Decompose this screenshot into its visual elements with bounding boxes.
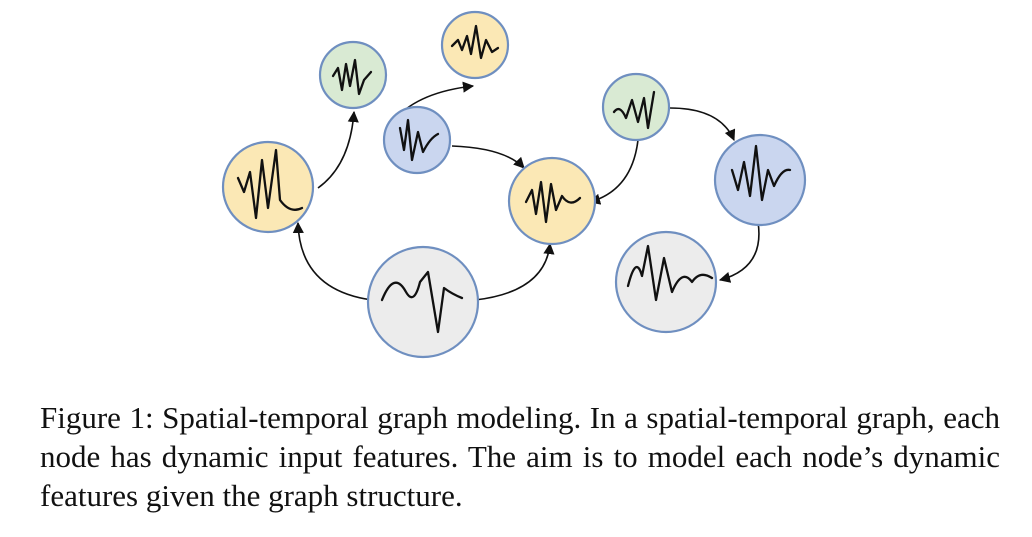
edge-gray-center-to-yellow-center [474, 242, 555, 301]
node-green-top-left [318, 40, 388, 110]
node-yellow-center [507, 156, 597, 246]
edge-gray-center-to-yellow-left [292, 221, 373, 301]
node-yellow-left-waveform [236, 148, 304, 220]
node-green-right [601, 72, 671, 142]
node-blue-center [382, 105, 452, 175]
node-green-right-waveform [612, 90, 656, 130]
graph-nodes [221, 10, 807, 359]
graph-figure [221, 10, 807, 359]
edge-green-right-to-yellow-center [588, 139, 639, 205]
edge-green-right-to-blue-right [669, 107, 736, 142]
node-blue-right [713, 133, 807, 227]
figure-caption: Figure 1: Spatial-temporal graph modelin… [40, 398, 1000, 515]
node-green-top-left-waveform [331, 58, 373, 96]
caption-text: Spatial-temporal graph modeling. In a sp… [40, 400, 1000, 513]
node-gray-right-waveform [626, 244, 714, 302]
node-blue-center-waveform [398, 118, 440, 162]
node-yellow-top-waveform [450, 24, 500, 60]
edge-blue-right-to-gray-right [718, 221, 760, 283]
node-gray-center-waveform [380, 270, 464, 334]
node-gray-center [366, 245, 480, 359]
edge-blue-center-to-yellow-center [451, 145, 525, 169]
node-yellow-top [440, 10, 510, 80]
edge-yellow-left-to-green [317, 110, 359, 189]
node-blue-right-waveform [730, 144, 792, 202]
node-yellow-left [221, 140, 315, 234]
caption-label: Figure 1: [40, 400, 154, 435]
node-yellow-center-waveform [524, 180, 582, 224]
node-gray-right [614, 230, 718, 334]
